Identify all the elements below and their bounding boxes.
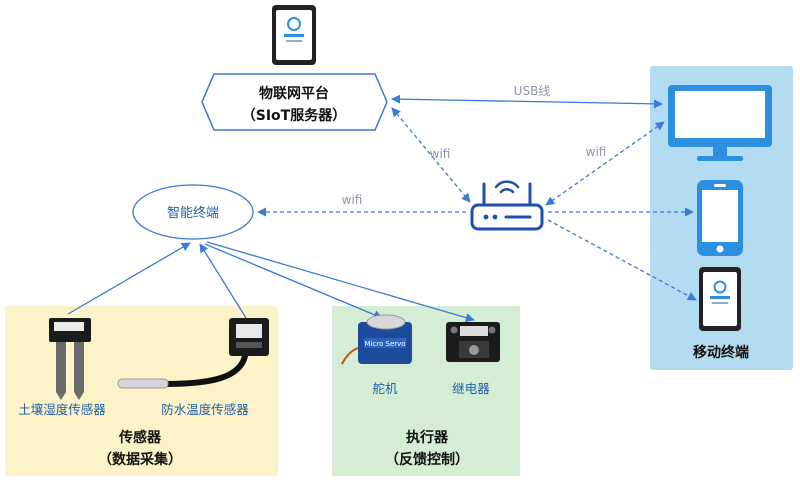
mobile-terminal-label: 移动终端: [693, 344, 749, 361]
sensor-group-subtitle: （数据采集）: [98, 451, 182, 468]
waterproof-temp-sensor-icon: [117, 318, 269, 389]
waterproof-sensor-label: 防水温度传感器: [161, 402, 249, 417]
actuator-group-subtitle: （反馈控制）: [385, 451, 469, 468]
server-title: 物联网平台: [259, 85, 329, 102]
smart-terminal-node: [132, 184, 254, 240]
server-phone-icon: [272, 5, 316, 65]
sensor-group-title: 传感器: [118, 429, 162, 446]
router-icon: [470, 180, 544, 231]
wifi-link-handheld: [547, 219, 697, 301]
usb-link: [391, 94, 663, 109]
siot-server-node: [201, 73, 388, 131]
link-servo: [204, 243, 383, 320]
actuator-group-title: 执行器: [406, 429, 449, 446]
servo-label: 舵机: [372, 381, 398, 396]
wifi-link-monitor: [545, 121, 665, 206]
monitor-icon: [668, 85, 772, 161]
wifi-terminal-label: wifi: [342, 193, 363, 207]
link-relay: [206, 241, 475, 323]
wifi-mobile-label: wifi: [586, 145, 607, 159]
relay-icon: [446, 322, 500, 362]
link-waterproof-sensor: [199, 243, 247, 319]
relay-label: 继电器: [452, 381, 490, 396]
servo-icon: Micro Servo: [341, 314, 412, 365]
wifi-link-server: [391, 107, 471, 203]
servo-chip-label: Micro Servo: [364, 340, 405, 348]
server-subtitle: （SIoT服务器）: [242, 107, 346, 124]
smartphone-icon: [697, 180, 743, 256]
soil-sensor-label: 土壤湿度传感器: [18, 402, 106, 417]
handheld-terminal-icon: [699, 267, 741, 331]
smart-terminal-label: 智能终端: [167, 205, 219, 221]
usb-link-label: USB线: [514, 84, 551, 98]
link-soil-sensor: [67, 242, 191, 315]
wifi-server-label: wifi: [430, 147, 451, 161]
soil-moisture-sensor-icon: [49, 318, 91, 400]
